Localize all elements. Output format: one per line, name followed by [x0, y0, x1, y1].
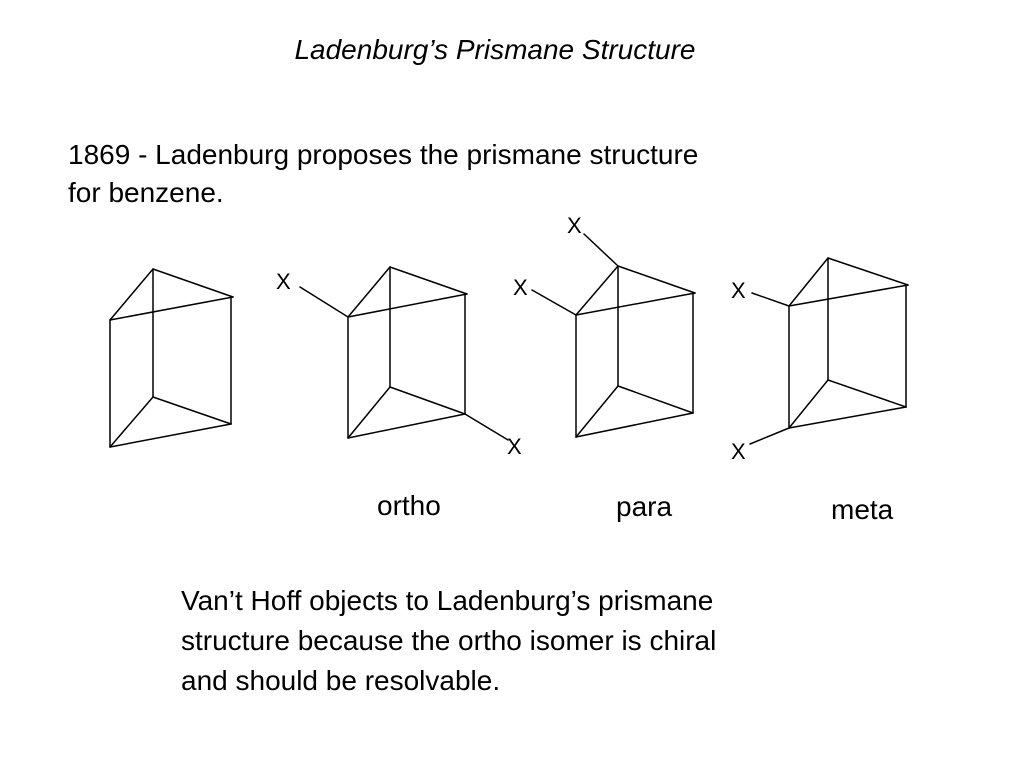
prism-edge [788, 284, 909, 307]
prism-edge [827, 379, 907, 408]
prism-edge [109, 268, 154, 321]
substituent-label: X [507, 434, 522, 459]
prism-edge [827, 257, 909, 286]
note-line-2: structure because the ortho isomer is ch… [181, 625, 717, 656]
isomer-label-ortho: ortho [377, 490, 441, 521]
prism-edge [389, 266, 468, 295]
intro-text: 1869 - Ladenburg proposes the prismane s… [68, 136, 888, 212]
prism-edge [788, 379, 829, 429]
substituent-bond [531, 289, 577, 316]
substituent-label: X [731, 439, 746, 464]
prism-ortho: X X [276, 266, 522, 459]
prism-edge [575, 385, 619, 438]
prism-edge [575, 412, 694, 438]
prism-edge [109, 396, 154, 448]
substituent-bond [299, 286, 349, 318]
prism-edge [788, 406, 907, 429]
isomer-label-meta: meta [831, 494, 894, 525]
isomer-label-para: para [616, 491, 672, 522]
prism-edge [109, 423, 232, 448]
substituent-label: X [276, 269, 291, 294]
prism-edge [617, 265, 696, 294]
prism-unsubstituted [109, 268, 234, 448]
slide-title: Ladenburg’s Prismane Structure [294, 34, 696, 65]
substituent-bond [583, 233, 619, 267]
prism-edge [347, 293, 468, 318]
intro-line-2: for benzene. [68, 177, 224, 208]
vant-hoff-note: Van’t Hoff objects to Ladenburg’s prisma… [181, 581, 921, 701]
intro-line-1: 1869 - Ladenburg proposes the prismane s… [68, 139, 699, 170]
prism-edge [152, 268, 234, 298]
note-line-1: Van’t Hoff objects to Ladenburg’s prisma… [181, 585, 714, 616]
prism-edge [575, 292, 696, 316]
substituent-bond [751, 292, 790, 307]
substituent-label: X [513, 275, 528, 300]
prism-para: X X [513, 213, 696, 438]
prism-edge [347, 386, 391, 439]
substituent-bond [749, 427, 790, 445]
prism-edge [788, 257, 829, 307]
substituent-bond [464, 413, 509, 441]
prism-edge [109, 296, 234, 321]
prism-edge [152, 396, 232, 425]
prism-edge [347, 413, 466, 439]
note-line-3: and should be resolvable. [181, 665, 501, 696]
prism-edge [389, 386, 466, 415]
prism-edge [617, 385, 694, 414]
prism-edge [575, 265, 619, 316]
prism-edge [347, 266, 391, 318]
substituent-label: X [567, 213, 582, 238]
substituent-label: X [731, 278, 746, 303]
prism-meta: X X [731, 257, 909, 464]
